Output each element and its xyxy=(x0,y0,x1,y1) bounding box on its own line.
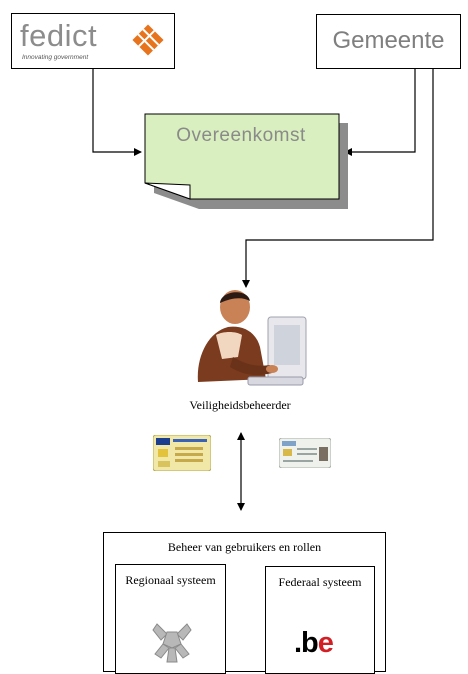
arrow-gemeente-to-veiligheidsbeheerder xyxy=(242,69,434,288)
arrow-fedict-to-overeenkomst xyxy=(92,69,142,156)
regionaal-systeem-box: Regionaal systeem xyxy=(115,564,226,674)
federaal-label: Federaal systeem xyxy=(278,575,362,589)
gemeente-label: Gemeente xyxy=(332,27,445,54)
beheer-title: Beheer van gebruikers en rollen xyxy=(167,540,322,554)
overeenkomst-label: Overeenkomst xyxy=(176,125,306,146)
federaal-systeem-box: Federaal systeem .be xyxy=(265,566,375,674)
overeenkomst-note: Overeenkomst xyxy=(144,113,350,210)
note-shape xyxy=(144,113,348,209)
be-logo: .be xyxy=(294,627,334,659)
beheer-box: Beheer van gebruikers en rollen Regionaa… xyxy=(103,532,386,674)
kids-id-card-icon xyxy=(279,438,331,468)
fedict-wordmark: fedict xyxy=(20,18,98,53)
arrow-gemeente-to-overeenkomst xyxy=(344,69,416,156)
fedict-cube-icon xyxy=(132,24,164,56)
fedict-logo-box: fedict Innovating government xyxy=(11,13,175,69)
fedict-tagline: Innovating government xyxy=(22,54,89,61)
eid-card-icon xyxy=(153,435,211,471)
regional-emblem-icon xyxy=(152,623,192,663)
regionaal-label: Regionaal systeem xyxy=(125,573,216,587)
person-at-computer-icon xyxy=(197,290,307,386)
gemeente-box: Gemeente xyxy=(316,14,461,69)
veiligheidsbeheerder-label: Veiligheidsbeheerder xyxy=(189,398,291,412)
